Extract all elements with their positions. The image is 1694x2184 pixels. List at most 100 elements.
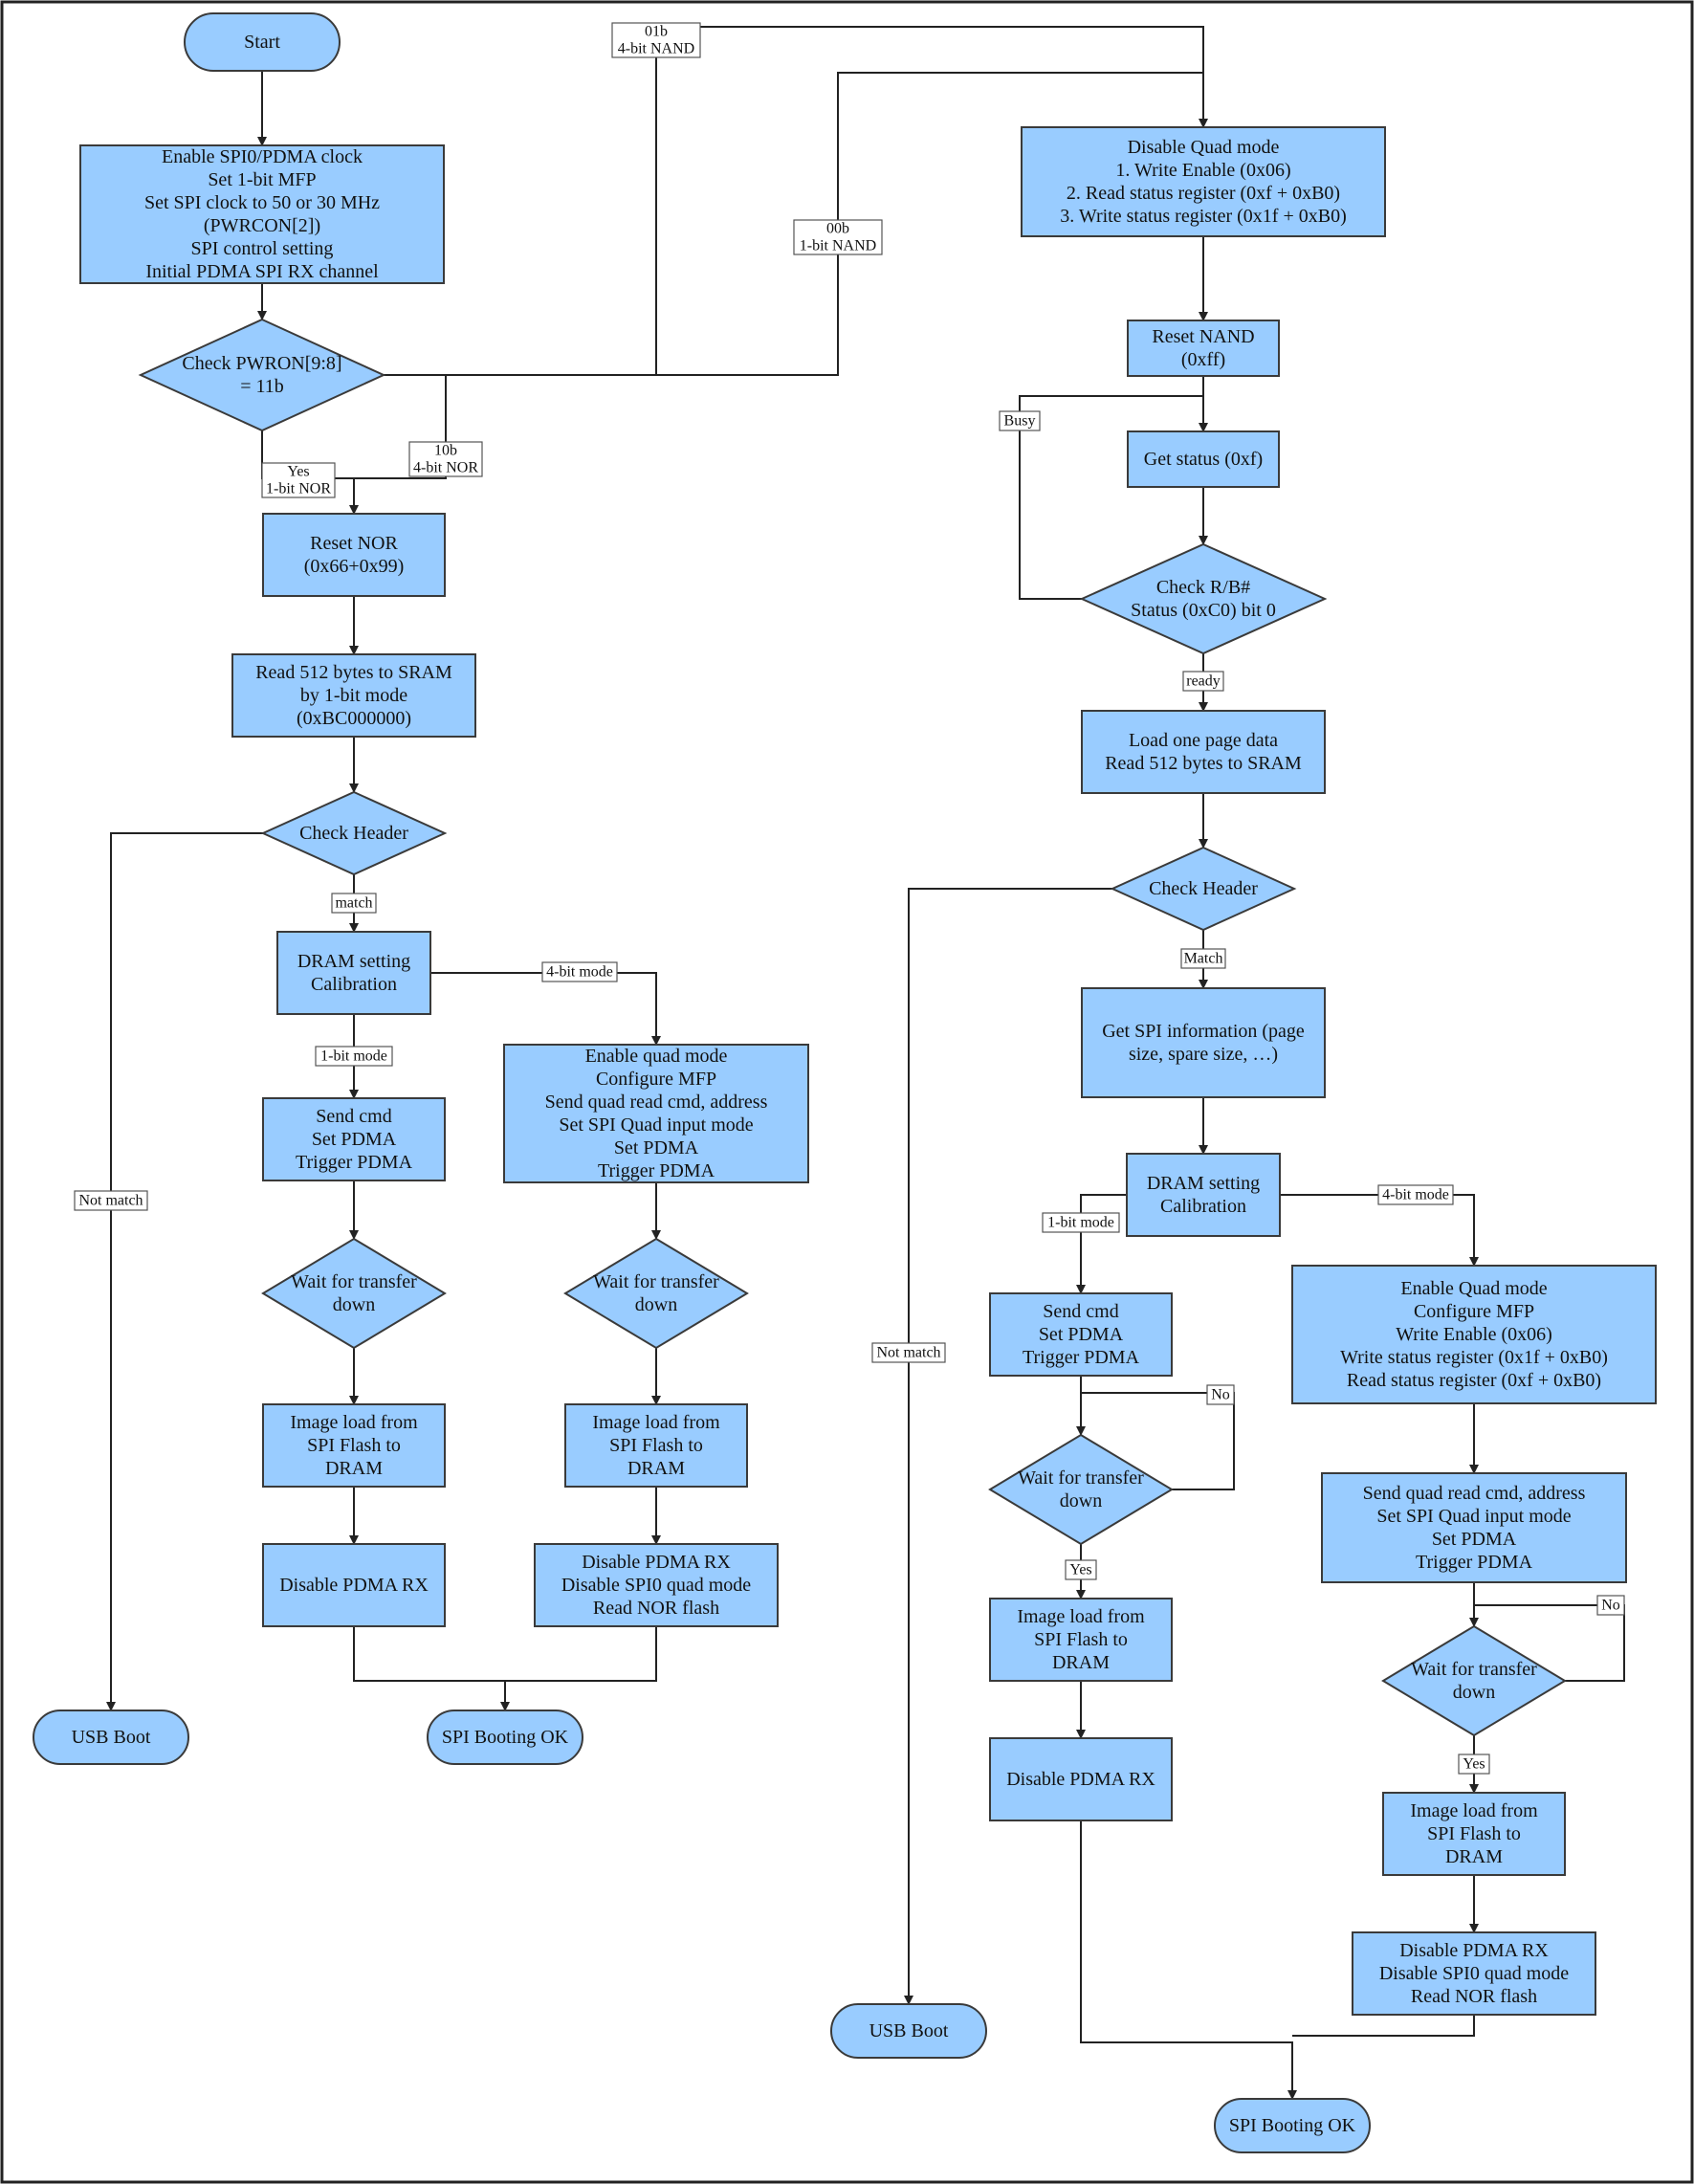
node-text-line: Check PWRON[9:8] — [182, 353, 341, 374]
edge-label-text: Not match — [876, 1345, 940, 1361]
node-shape — [1214, 2098, 1371, 2153]
edge-label-box — [261, 462, 336, 498]
edge-label-l-1bit-nand: 1-bit mode — [1042, 1212, 1120, 1233]
edge-label-box — [541, 961, 618, 982]
node-shape — [1081, 987, 1326, 1098]
node-text-line: DRAM — [1052, 1652, 1110, 1673]
node-text-line: Trigger PDMA — [598, 1160, 715, 1181]
node-text-line: Disable SPI0 quad mode — [1379, 1963, 1569, 1984]
edge-label-l-yes-1: Yes — [1065, 1559, 1097, 1580]
node-text-line: Set SPI clock to 50 or 30 MHz — [144, 192, 380, 213]
edge-label-box — [871, 1342, 946, 1363]
node-text-line: 1. Write Enable (0x06) — [1115, 160, 1290, 181]
node-text-line: DRAM setting — [297, 951, 410, 972]
node-shape — [1127, 430, 1280, 488]
node-reset-nor: Reset NOR(0x66+0x99) — [262, 513, 446, 597]
edge-label-text: 1-bit NAND — [800, 238, 876, 254]
node-text-line: SPI Flash to — [307, 1435, 401, 1456]
edge-label-box — [1206, 1384, 1235, 1405]
flow-connector — [1292, 2015, 1475, 2037]
edge-label-box — [408, 441, 483, 477]
node-shape — [989, 1292, 1173, 1377]
node-text-line: Image load from — [592, 1412, 720, 1433]
node-text-line: Disable PDMA RX — [279, 1575, 429, 1596]
node-text-line: Disable SPI0 quad mode — [561, 1575, 751, 1596]
node-shape — [1381, 1624, 1567, 1737]
node-text-line: Image load from — [1410, 1800, 1538, 1821]
edge-label-text: ready — [1186, 673, 1221, 690]
node-text-line: Get status (0xf) — [1144, 449, 1263, 470]
node-start: Start — [184, 12, 341, 72]
node-text-line: Wait for transfer — [291, 1271, 417, 1292]
node-text-line: DRAM — [1445, 1846, 1503, 1867]
node-text-line: Load one page data — [1129, 730, 1278, 751]
node-shape — [1081, 710, 1326, 794]
node-shape — [1079, 542, 1328, 655]
node-text-line: Disable PDMA RX — [1399, 1940, 1549, 1961]
node-text-line: (PWRCON[2]) — [204, 215, 320, 236]
node-text-line: (0xBC000000) — [297, 708, 411, 729]
node-text-line: Set PDMA — [614, 1137, 699, 1158]
node-get-status: Get status (0xf) — [1127, 430, 1280, 488]
node-spi-ok-1: SPI Booting OK — [427, 1710, 583, 1765]
edge-label-l-no-1: No — [1206, 1384, 1235, 1405]
edge-label-box — [1065, 1559, 1097, 1580]
flow-connector — [1019, 395, 1203, 600]
node-text-line: Set PDMA — [1432, 1529, 1517, 1550]
node-usb-boot-1: USB Boot — [33, 1710, 189, 1765]
node-text-line: Wait for transfer — [1018, 1467, 1144, 1489]
edges — [106, 26, 1625, 2100]
node-shape — [1126, 1153, 1281, 1237]
node-text-line: SPI Booting OK — [442, 1727, 569, 1748]
node-text-line: Configure MFP — [1414, 1301, 1534, 1322]
node-text-line: Send cmd — [316, 1106, 391, 1127]
node-text-line: Read 512 bytes to SRAM — [255, 662, 452, 683]
node-shape — [1021, 126, 1386, 237]
node-text-line: (0xff) — [1181, 349, 1225, 370]
flow-connector — [1280, 1194, 1479, 1267]
edge-label-text: Yes — [1069, 1562, 1091, 1578]
node-text-line: Wait for transfer — [593, 1271, 719, 1292]
edge-label-l-busy: Busy — [999, 410, 1041, 431]
node-usb-boot-2: USB Boot — [830, 2003, 987, 2059]
node-text-line: size, spare size, …) — [1129, 1044, 1278, 1065]
node-text-line: Wait for transfer — [1411, 1659, 1537, 1680]
node-text-line: Get SPI information (page — [1102, 1021, 1305, 1042]
node-text-line: Disable Quad mode — [1128, 137, 1280, 158]
node-shape — [534, 1543, 779, 1627]
node-text-line: Check Header — [1149, 878, 1258, 899]
flow-connector — [106, 832, 263, 1711]
node-text-line: Trigger PDMA — [1416, 1552, 1533, 1573]
node-text-line: (0x66+0x99) — [304, 556, 405, 577]
node-shape — [138, 318, 386, 432]
node-shape — [563, 1237, 749, 1350]
flow-connector — [1080, 1820, 1297, 2100]
edge-label-l-ready: ready — [1182, 671, 1224, 692]
flow-connector — [1474, 1604, 1625, 1682]
node-text-line: Trigger PDMA — [1023, 1347, 1140, 1368]
node-text-line: Check Header — [299, 823, 408, 844]
flow-connector — [430, 972, 661, 1046]
node-text-line: down — [635, 1294, 677, 1315]
node-text-line: Status (0xC0) bit 0 — [1131, 600, 1276, 621]
node-text-line: Image load from — [1017, 1606, 1145, 1627]
node-shape — [184, 12, 341, 72]
node-disable-nand-1: Disable PDMA RX — [989, 1737, 1173, 1821]
node-text-line: Set PDMA — [312, 1129, 397, 1150]
node-text-line: Enable SPI0/PDMA clock — [162, 146, 363, 167]
node-text-line: Read NOR flash — [1411, 1986, 1537, 2007]
